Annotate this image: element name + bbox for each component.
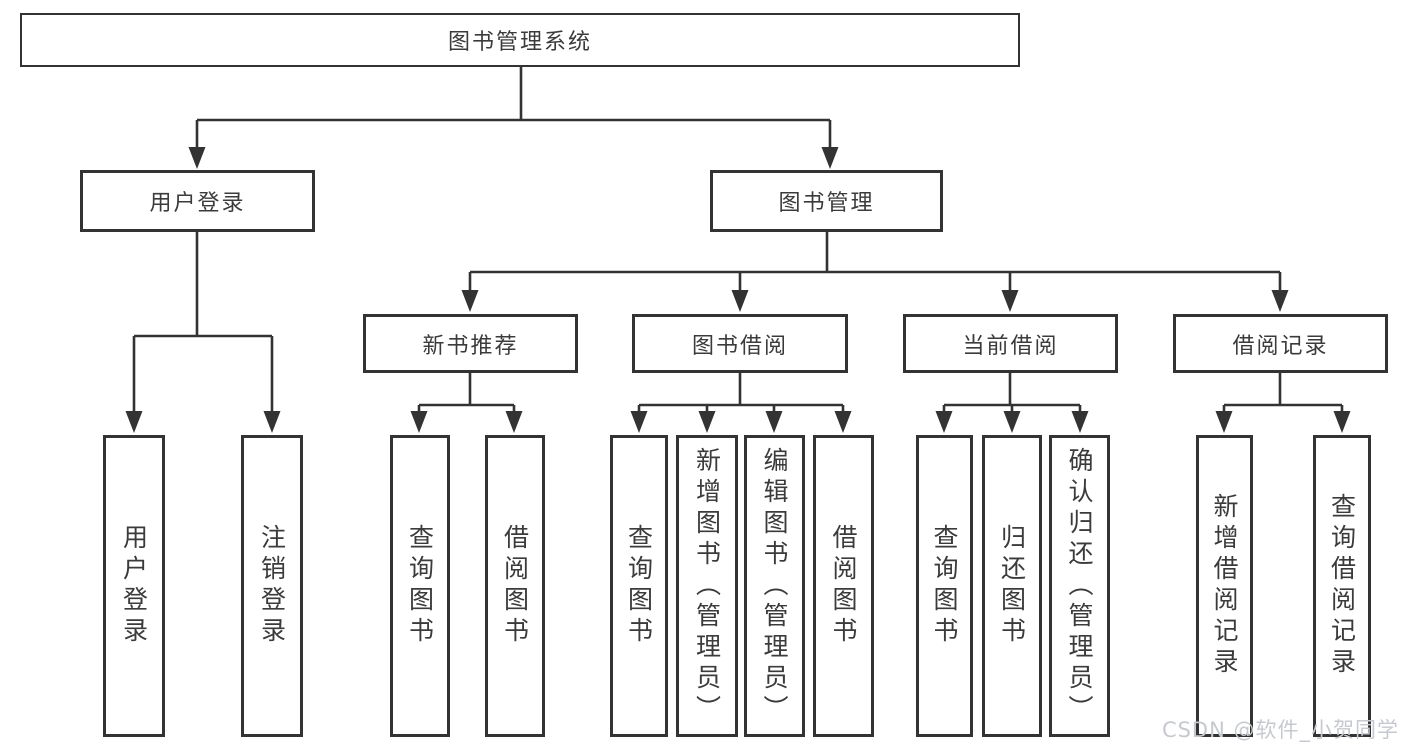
leaf-user-login: 用户登录 (103, 435, 165, 737)
connector-book-management (468, 232, 1282, 295)
connector-borrow-records (1222, 373, 1344, 416)
arrow-icon (630, 411, 648, 433)
node-label: 新增借阅记录 (1210, 493, 1239, 679)
node-label: 归还图书 (997, 524, 1027, 648)
arrow-icon (263, 411, 281, 433)
arrow-icon (834, 411, 852, 433)
node-new-book-recommend: 新书推荐 (363, 314, 578, 373)
node-current-borrow: 当前借阅 (903, 314, 1118, 373)
connector-new-book-recommend (417, 373, 516, 416)
node-user-login: 用户登录 (80, 170, 315, 232)
node-label: 借阅记录 (1232, 333, 1329, 359)
node-borrow-records: 借阅记录 (1173, 314, 1388, 373)
leaf-return-books: 归还图书 (982, 435, 1042, 737)
arrow-icon (1271, 290, 1289, 312)
node-label: 当前借阅 (962, 333, 1059, 359)
arrow-icon (821, 147, 839, 169)
arrow-icon (731, 290, 749, 312)
node-label: 图书管理系统 (447, 30, 592, 55)
watermark: CSDN @软件_小贺同学 (1161, 718, 1399, 742)
arrow-icon (125, 411, 143, 433)
arrow-icon (1071, 411, 1089, 433)
connector-user-login (132, 232, 274, 416)
node-label: 新书推荐 (422, 333, 519, 359)
arrow-icon (1003, 411, 1021, 433)
node-label: 图书借阅 (691, 333, 788, 359)
arrow-icon (188, 147, 206, 169)
leaf-add-borrow-record: 新增借阅记录 (1196, 435, 1253, 737)
node-label: 查询图书 (405, 524, 435, 648)
leaf-edit-books-admin: 编辑图书（管理员） (744, 435, 805, 737)
node-label: 图书管理 (778, 191, 875, 216)
connector-current-borrow (942, 373, 1082, 416)
node-label: 借阅图书 (500, 524, 530, 648)
connector-root (195, 67, 832, 152)
node-label: 编辑图书（管理员） (760, 446, 789, 726)
arrow-icon (1001, 290, 1019, 312)
node-label: 借阅图书 (829, 524, 858, 648)
leaf-query-books-current: 查询图书 (916, 435, 973, 737)
node-label: 查询图书 (930, 524, 959, 648)
connector-book-borrow (637, 373, 845, 416)
arrow-icon (1215, 411, 1233, 433)
arrow-icon (410, 411, 428, 433)
node-library-management-system: 图书管理系统 (20, 13, 1020, 67)
node-label: 确认归还（管理员） (1065, 446, 1094, 726)
leaf-confirm-return-admin: 确认归还（管理员） (1049, 435, 1110, 737)
arrow-icon (698, 411, 716, 433)
node-book-borrow: 图书借阅 (632, 314, 848, 373)
leaf-borrow-books-recommend: 借阅图书 (485, 435, 545, 737)
node-label: 用户登录 (149, 191, 246, 216)
leaf-query-books-borrow: 查询图书 (610, 435, 668, 737)
node-book-management: 图书管理 (710, 170, 943, 232)
leaf-logout: 注销登录 (241, 435, 303, 737)
node-label: 查询借阅记录 (1327, 493, 1357, 679)
leaf-borrow-books: 借阅图书 (813, 435, 874, 737)
arrow-icon (935, 411, 953, 433)
leaf-add-books-admin: 新增图书（管理员） (676, 435, 738, 737)
leaf-query-books-recommend: 查询图书 (390, 435, 450, 737)
arrow-icon (1333, 411, 1351, 433)
arrow-icon (765, 411, 783, 433)
node-label: 查询图书 (624, 524, 654, 648)
arrow-icon (505, 411, 523, 433)
node-label: 新增图书（管理员） (692, 446, 722, 726)
arrow-icon (461, 290, 479, 312)
node-label: 用户登录 (119, 524, 149, 648)
node-label: 注销登录 (257, 524, 287, 648)
leaf-query-borrow-record: 查询借阅记录 (1313, 435, 1371, 737)
